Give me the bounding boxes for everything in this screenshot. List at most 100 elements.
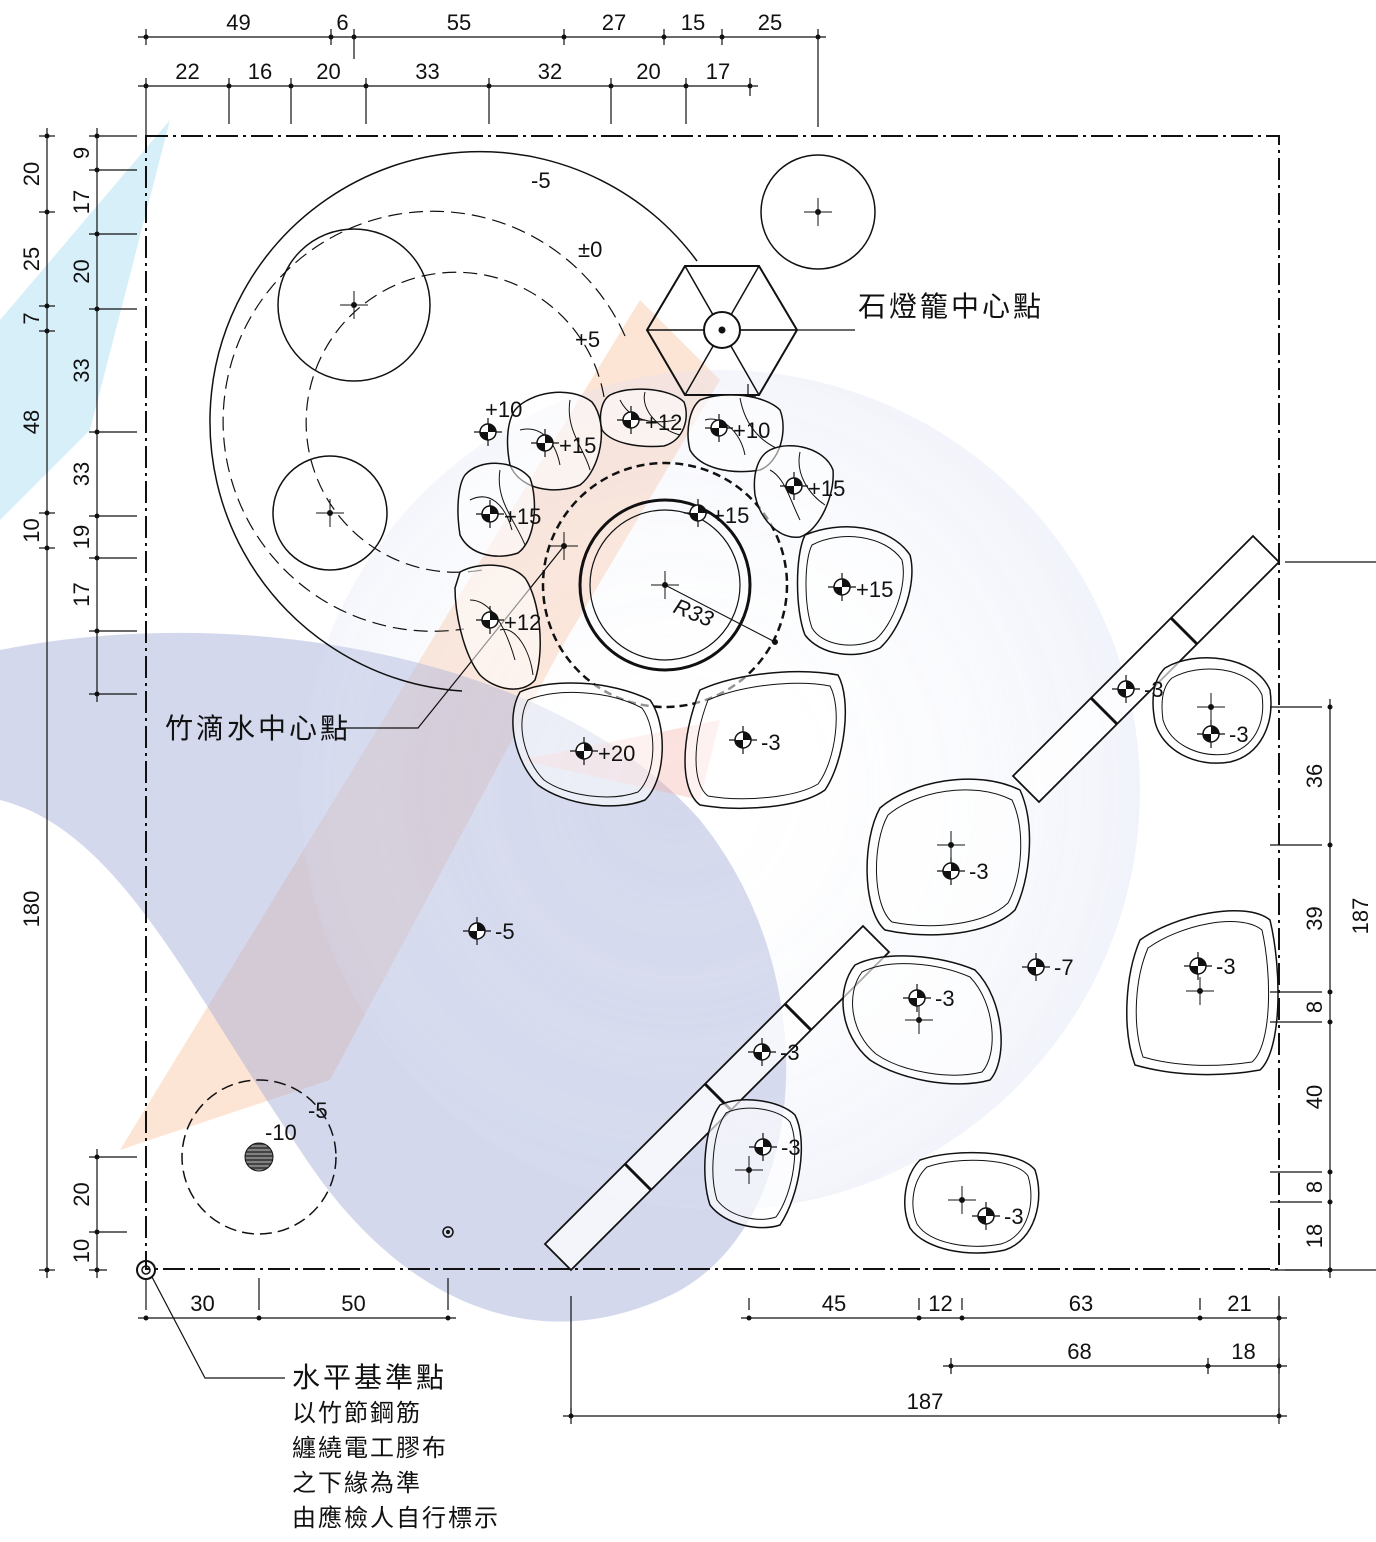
path-joints bbox=[623, 616, 1199, 1192]
dim-top-row1-3: 27 bbox=[602, 10, 626, 35]
level-marker-stone-a: +10 bbox=[474, 397, 522, 446]
level-label-stone-l: -3 bbox=[969, 859, 989, 884]
dim-top-row2-5: 20 bbox=[636, 59, 660, 84]
level-marker-stone-j: -3 bbox=[729, 726, 781, 755]
contour-outer bbox=[209, 150, 698, 692]
dim-left-inner-3: 33 bbox=[69, 358, 94, 382]
small-crosses bbox=[735, 693, 1225, 1214]
rock-j bbox=[1152, 657, 1272, 764]
dim-top-row2-0: 22 bbox=[175, 59, 199, 84]
rock-f bbox=[454, 564, 541, 690]
drain-grate bbox=[244, 1142, 274, 1172]
level-marker-stone-p: -3 bbox=[972, 1202, 1024, 1230]
level-marker-stone-k: -3 bbox=[1197, 720, 1249, 748]
trees bbox=[272, 154, 876, 571]
level-label-ground-left: -5 bbox=[495, 919, 515, 944]
dim-left-outer-0: 20 bbox=[19, 162, 44, 186]
level-marker-stone-g: +15 bbox=[828, 573, 893, 602]
dim-right-3: 40 bbox=[1302, 1085, 1327, 1109]
right-rock-inner bbox=[712, 668, 1270, 1247]
dim-left-outer-2: 7 bbox=[19, 312, 44, 324]
bamboo-center-label: 竹滴水中心點 bbox=[165, 712, 351, 745]
level-label-stone-d: +10 bbox=[733, 418, 770, 443]
dim-bottom-total-0: 187 bbox=[907, 1389, 944, 1414]
rock-g bbox=[796, 526, 913, 656]
stone-lantern bbox=[645, 265, 855, 397]
dim-left-inner-6: 17 bbox=[69, 582, 94, 606]
dim-bottom-right-3: 21 bbox=[1227, 1291, 1251, 1316]
level-label-stone-f: +15 bbox=[504, 504, 541, 529]
drain-inner-label: -10 bbox=[265, 1120, 297, 1145]
level-marker-stone-o: -3 bbox=[749, 1133, 801, 1161]
dim-left-outer-4: 10 bbox=[19, 518, 44, 542]
level-marker-path-2: -3 bbox=[748, 1038, 800, 1066]
level-marker-stone-d: +10 bbox=[705, 414, 770, 443]
datum-line-4: 之下緣為準 bbox=[292, 1469, 422, 1497]
level-label-stone-p: -3 bbox=[1004, 1204, 1024, 1229]
dim-bottom-right-2: 63 bbox=[1069, 1291, 1093, 1316]
dim-right-total: 187 bbox=[1348, 898, 1373, 935]
dim-top-row2-2: 20 bbox=[316, 59, 340, 84]
level-label-stone-n: -3 bbox=[1216, 954, 1236, 979]
dim-bottom-left-0: 30 bbox=[190, 1291, 214, 1316]
level-label-pond-rim: +15 bbox=[712, 503, 749, 528]
rock-o bbox=[904, 1151, 1040, 1254]
datum-point bbox=[136, 1260, 285, 1379]
dim-left-outer-1: 25 bbox=[19, 247, 44, 271]
rock-a bbox=[506, 391, 603, 491]
dim-left-inner-1: 17 bbox=[69, 190, 94, 214]
contour-middle bbox=[222, 210, 626, 632]
site-boundary bbox=[145, 135, 1280, 1270]
contour-outer-label: -5 bbox=[531, 168, 551, 193]
level-marker-stone-f: +15 bbox=[476, 500, 541, 529]
dim-bottom-right-1: 12 bbox=[928, 1291, 952, 1316]
dim-bottom-mid-1: 18 bbox=[1231, 1339, 1255, 1364]
dim-left-inner-4: 33 bbox=[69, 462, 94, 486]
contour-middle-label: ±0 bbox=[578, 237, 602, 262]
dim-top-row2-6: 17 bbox=[706, 59, 730, 84]
tree-centers bbox=[316, 198, 832, 527]
rock-k bbox=[866, 778, 1031, 936]
pond-water bbox=[589, 509, 741, 661]
level-marker-stone-n: -3 bbox=[1184, 952, 1236, 980]
level-label-path-1: -3 bbox=[1144, 677, 1164, 702]
level-label-stone-g: +15 bbox=[856, 577, 893, 602]
dim-right-0: 36 bbox=[1302, 764, 1327, 788]
drain bbox=[181, 1079, 454, 1238]
dim-right-4: 8 bbox=[1302, 1181, 1327, 1193]
level-markers: +10+15+12+10+15+15+15+15+12+20-3-3-3-3-5… bbox=[463, 397, 1249, 1230]
lantern-center-label: 石燈籠中心點 bbox=[858, 290, 1044, 323]
level-label-stone-k: -3 bbox=[1229, 722, 1249, 747]
datum-note: 水平基準點 以竹節鋼筋 纏繞電工膠布 之下緣為準 由應檢人自行標示 bbox=[292, 1361, 498, 1532]
pond bbox=[340, 461, 789, 729]
level-marker-stone-b: +15 bbox=[531, 429, 596, 458]
level-label-stone-a: +10 bbox=[485, 397, 522, 422]
dim-left-outer-5: 180 bbox=[19, 891, 44, 928]
tree-top-right bbox=[760, 154, 876, 270]
level-marker-stone-c: +12 bbox=[617, 406, 682, 435]
tree-left bbox=[272, 455, 388, 571]
dim-left-inner-2: 20 bbox=[69, 259, 94, 283]
drain-outer bbox=[181, 1079, 337, 1235]
level-marker-stone-i: +20 bbox=[570, 737, 635, 766]
rock-n bbox=[704, 1099, 803, 1229]
level-label-path-2: -3 bbox=[780, 1040, 800, 1065]
dim-right-2: 8 bbox=[1302, 1001, 1327, 1013]
level-marker-stone-m: -3 bbox=[903, 984, 955, 1012]
dim-top-row1-4: 15 bbox=[681, 10, 705, 35]
level-marker-ground-left: -5 bbox=[463, 917, 515, 945]
dim-top-row2-1: 16 bbox=[248, 59, 272, 84]
dim-left-inner-0: 9 bbox=[69, 147, 94, 159]
level-label-stone-h: +12 bbox=[504, 610, 541, 635]
datum-line-2: 以竹節鋼筋 bbox=[292, 1399, 422, 1427]
dim-top-row1-1: 6 bbox=[336, 10, 348, 35]
dim-bottom-mid-0: 68 bbox=[1067, 1339, 1091, 1364]
datum-line-3: 纏繞電工膠布 bbox=[292, 1434, 448, 1462]
level-label-stone-o: -3 bbox=[781, 1135, 801, 1160]
dim-left-bottom-0: 20 bbox=[69, 1182, 94, 1206]
level-label-stone-c: +12 bbox=[645, 410, 682, 435]
tree-top-left bbox=[277, 228, 431, 382]
dim-left-inner-5: 19 bbox=[69, 525, 94, 549]
